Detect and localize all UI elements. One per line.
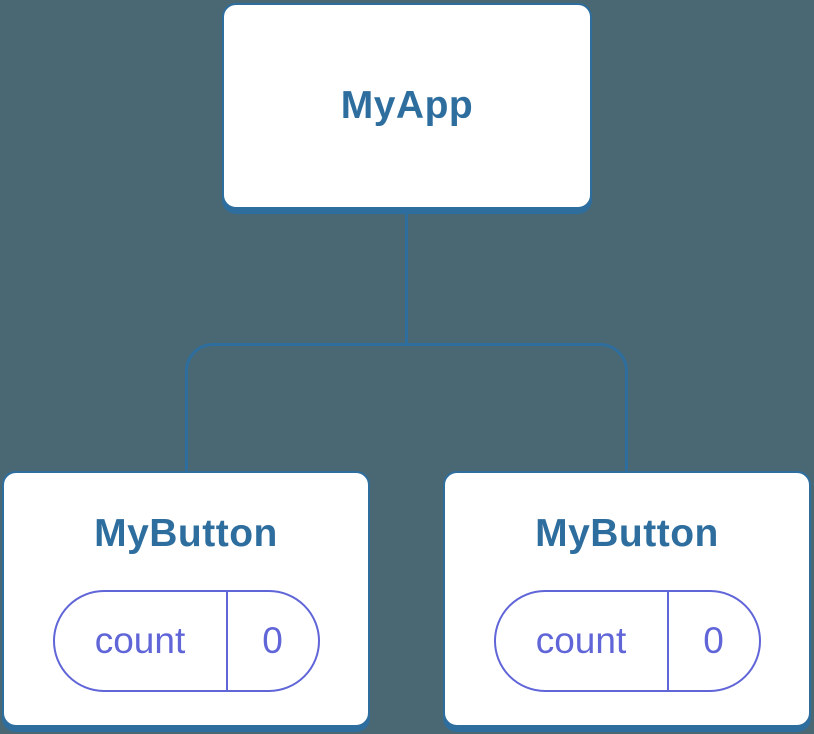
node-myapp: MyApp: [222, 3, 592, 209]
connector-branch-bracket: [185, 343, 628, 472]
state-value-cell: 0: [669, 592, 759, 690]
node-title: MyButton: [535, 512, 719, 555]
state-pill: count 0: [493, 589, 761, 692]
state-value: 0: [703, 620, 724, 662]
node-mybutton-left: MyButton count 0: [2, 471, 370, 727]
state-pill: count 0: [52, 589, 320, 692]
node-mybutton-right: MyButton count 0: [443, 471, 811, 727]
state-key: count: [535, 620, 627, 662]
state-key-cell: count: [55, 591, 228, 690]
node-title: MyApp: [340, 83, 474, 127]
state-value: 0: [262, 620, 283, 662]
state-key: count: [94, 620, 186, 662]
connector-trunk-line: [405, 212, 408, 345]
state-value-cell: 0: [228, 592, 318, 690]
node-title: MyButton: [94, 512, 278, 555]
state-key-cell: count: [496, 591, 669, 690]
